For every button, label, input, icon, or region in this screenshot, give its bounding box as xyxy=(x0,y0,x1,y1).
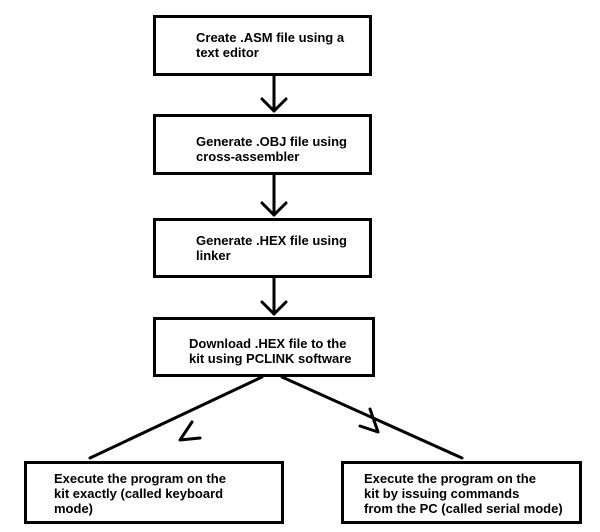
step-keyboard-mode-line-3: mode) xyxy=(54,501,93,516)
step-generate-obj-line-1: Generate .OBJ file using xyxy=(196,134,347,149)
step-download-hex-box: Download .HEX file to the kit using PCLI… xyxy=(153,317,375,377)
arrow-obj-to-hex xyxy=(260,173,288,217)
step-generate-obj-box: Generate .OBJ file using cross-assembler xyxy=(153,114,372,175)
step-download-hex-line-2: kit using PCLINK software xyxy=(189,351,352,366)
step-serial-mode-box: Execute the program on the kit by issuin… xyxy=(341,461,582,524)
step-generate-hex-box: Generate .HEX file using linker xyxy=(153,218,372,278)
step-generate-hex-line-1: Generate .HEX file using xyxy=(196,233,347,248)
step-keyboard-mode-line-2: kit exactly (called keyboard xyxy=(54,486,224,501)
step-create-asm-line-2: text editor xyxy=(196,45,259,60)
step-serial-mode-line-3: from the PC (called serial mode) xyxy=(364,501,563,516)
step-keyboard-mode-box: Execute the program on the kit exactly (… xyxy=(24,461,284,524)
step-create-asm-box: Create .ASM file using a text editor xyxy=(153,15,372,76)
step-serial-mode-line-1: Execute the program on the xyxy=(364,471,536,486)
step-create-asm-line-1: Create .ASM file using a xyxy=(196,30,345,45)
arrow-create-to-generate-obj xyxy=(260,74,288,113)
arrow-hex-to-download xyxy=(260,276,288,316)
arrow-download-to-keyboard-mode xyxy=(88,375,264,460)
step-keyboard-mode-line-1: Execute the program on the xyxy=(54,471,226,486)
step-generate-obj-line-2: cross-assembler xyxy=(196,149,300,164)
arrow-download-to-serial-mode xyxy=(280,375,464,460)
step-generate-hex-line-2: linker xyxy=(196,248,231,263)
step-serial-mode-line-2: kit by issuing commands xyxy=(364,486,520,501)
step-download-hex-line-1: Download .HEX file to the xyxy=(189,336,347,351)
